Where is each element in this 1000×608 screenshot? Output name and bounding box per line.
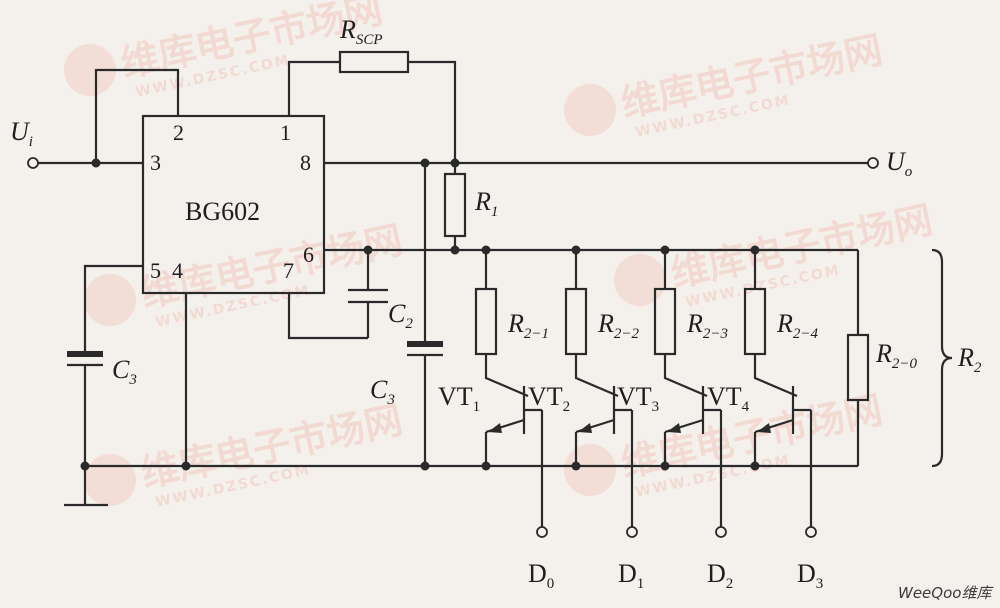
resistor-r2-1 — [474, 287, 498, 356]
resistor-r1 — [443, 172, 467, 238]
output-voltage-label: Uo — [886, 147, 913, 180]
input-voltage-label: Ui — [10, 117, 33, 150]
drive-label-0: D0 — [528, 559, 554, 592]
transistor-label-1: VT1 — [438, 382, 480, 415]
branch-3 — [653, 245, 727, 538]
junction-dot — [750, 461, 760, 471]
junctions — [80, 158, 460, 471]
branch-1 — [474, 245, 548, 538]
pin-5-label: 5 — [150, 258, 161, 283]
transistor-label-4: VT4 — [707, 382, 750, 415]
drive-label-2: D2 — [707, 559, 733, 592]
c3-input-label: C3 — [112, 355, 137, 388]
resistor-label-4: R2−4 — [776, 309, 819, 342]
r2-group-label: R2 — [957, 343, 982, 376]
resistor-label-1: R2−1 — [507, 309, 549, 342]
ic-name: BG602 — [185, 197, 260, 226]
junction-dot — [481, 461, 491, 471]
pin-4-label: 4 — [172, 258, 183, 283]
r2-0-label: R2−0 — [875, 339, 918, 372]
output-terminal — [867, 157, 879, 169]
resistor-label-2: R2−2 — [597, 309, 640, 342]
input-terminal — [27, 157, 39, 169]
pin-7-label: 7 — [283, 258, 294, 283]
junction-dot — [660, 461, 670, 471]
drive-terminal-2 — [715, 526, 727, 538]
drive-terminal-3 — [805, 526, 817, 538]
pin-2-label: 2 — [173, 120, 184, 145]
branch-4 — [743, 245, 817, 538]
corner-logo: WeeQoo维库 — [898, 584, 994, 602]
resistor-r2-0 — [846, 333, 870, 402]
drive-terminal-1 — [626, 526, 638, 538]
capacitor-c3-input — [67, 351, 103, 367]
drive-terminal-0 — [536, 526, 548, 538]
drive-label-1: D1 — [618, 559, 644, 592]
r2-brace — [931, 248, 953, 468]
pin-6-label: 6 — [303, 242, 314, 267]
resistor-r2-2 — [564, 287, 588, 356]
branch-2 — [564, 245, 638, 538]
transistor-label-2: VT2 — [528, 382, 570, 415]
capacitor-c3-output — [407, 341, 443, 357]
transistor-label-3: VT3 — [617, 382, 659, 415]
capacitor-c2 — [348, 288, 388, 304]
r1-label: R1 — [474, 187, 498, 220]
junction-dot — [571, 461, 581, 471]
pin-8-label: 8 — [300, 150, 311, 175]
resistor-r2-4 — [743, 287, 767, 356]
pin-1-label: 1 — [280, 120, 291, 145]
ic-bg602-body — [141, 114, 326, 295]
resistor-label-3: R2−3 — [686, 309, 728, 342]
c3-output-label: C3 — [370, 375, 395, 408]
resistor-rscp — [338, 50, 410, 74]
pin-3-label: 3 — [150, 150, 161, 175]
c2-label: C2 — [388, 299, 413, 332]
wires — [38, 60, 868, 507]
rscp-label: RSCP — [339, 15, 383, 48]
drive-label-3: D3 — [797, 559, 823, 592]
